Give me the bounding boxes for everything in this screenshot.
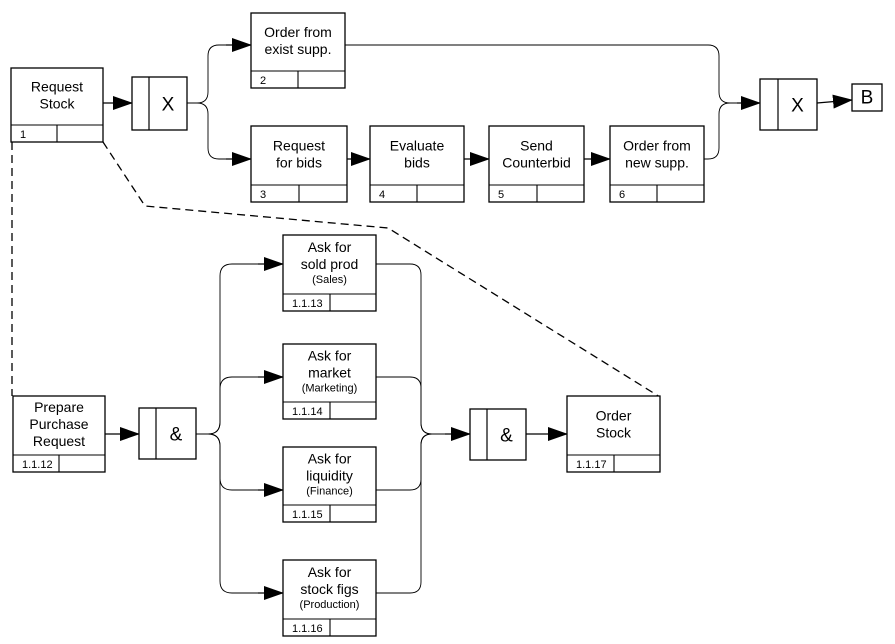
connector-p6-j2 — [704, 102, 760, 160]
referent-frame — [851, 83, 883, 112]
and-junction: & — [469, 408, 527, 461]
arrow-j2-ref — [816, 94, 853, 109]
process-label-line: market — [308, 365, 351, 381]
process-label-line: for bids — [276, 155, 322, 171]
process-label-line: Request — [33, 433, 85, 449]
process-org-unit: (Marketing) — [302, 383, 358, 395]
xor-junction: X — [759, 78, 818, 131]
connector-j1-p2 — [187, 44, 251, 104]
process-number: 3 — [260, 189, 266, 201]
connector-j3-p13 — [196, 263, 283, 435]
process-label-line: Prepare — [34, 399, 84, 415]
process-label-line: Evaluate — [390, 138, 445, 154]
junction-frame — [138, 407, 197, 460]
process-label-line: new supp. — [625, 155, 689, 171]
connector-j3-p14 — [196, 376, 283, 435]
decomposition-lines — [11, 141, 661, 398]
process-number: 2 — [260, 75, 266, 87]
process-label-line: Order from — [264, 24, 332, 40]
process-label-line: exist supp. — [265, 41, 332, 57]
arrows — [103, 38, 853, 600]
connector-p15-j4 — [376, 433, 470, 491]
process-label-line: Stock — [596, 425, 632, 441]
connector-p2-j2 — [345, 44, 760, 104]
connector-j1-p3 — [187, 102, 251, 160]
process-org-unit: (Production) — [300, 599, 360, 611]
process-label-line: stock figs — [300, 581, 358, 597]
process-label-line: Purchase — [29, 416, 88, 432]
process-number: 5 — [498, 189, 504, 201]
connector-p16-j4 — [376, 433, 470, 594]
junction-symbol: & — [500, 426, 513, 447]
process-label-line: Ask for — [308, 239, 352, 255]
process-label-line: liquidity — [306, 468, 353, 484]
referent-label: B — [861, 88, 874, 109]
process-label-line: Order — [596, 408, 632, 424]
process-number: 6 — [619, 189, 625, 201]
process-number: 4 — [379, 189, 385, 201]
process-number: 1.1.15 — [292, 509, 323, 521]
process-org-unit: (Sales) — [312, 274, 347, 286]
process-label-line: sold prod — [301, 256, 359, 272]
junction-symbol: & — [170, 425, 183, 446]
connector-p13-j4 — [376, 263, 470, 435]
process-label-line: Send — [520, 138, 553, 154]
process-number: 1.1.16 — [292, 623, 323, 635]
process-number: 1.1.14 — [292, 406, 323, 418]
junction-symbol: X — [791, 96, 804, 117]
connectors — [187, 44, 760, 594]
process-number: 1.1.12 — [22, 459, 53, 471]
connector-j3-p15 — [196, 433, 283, 491]
process-label-line: Order from — [623, 138, 691, 154]
junction-frame — [469, 408, 527, 461]
process-number: 1.1.13 — [292, 298, 323, 310]
junction-frame — [759, 78, 818, 131]
process-label-line: Counterbid — [502, 155, 571, 171]
process-label-line: Ask for — [308, 564, 352, 580]
decomposition-line-right — [102, 141, 661, 398]
junction-frame — [131, 76, 188, 131]
process-label-line: Ask for — [308, 451, 352, 467]
process-number: 1 — [20, 129, 26, 141]
process-label-line: Ask for — [308, 348, 352, 364]
process-label-line: Stock — [39, 96, 75, 112]
xor-junction: X — [131, 76, 188, 131]
process-label-line: bids — [404, 155, 430, 171]
process-label-line: Request — [273, 138, 325, 154]
process-label-line: Request — [31, 79, 83, 95]
connector-p14-j4 — [376, 376, 470, 435]
junctions: X X & & — [131, 76, 818, 461]
and-junction: & — [138, 407, 197, 460]
junction-symbol: X — [162, 95, 175, 116]
process-number: 1.1.17 — [576, 459, 607, 471]
process-org-unit: (Finance) — [306, 486, 352, 498]
referent: B — [851, 83, 883, 112]
connector-j3-p16 — [196, 433, 283, 594]
